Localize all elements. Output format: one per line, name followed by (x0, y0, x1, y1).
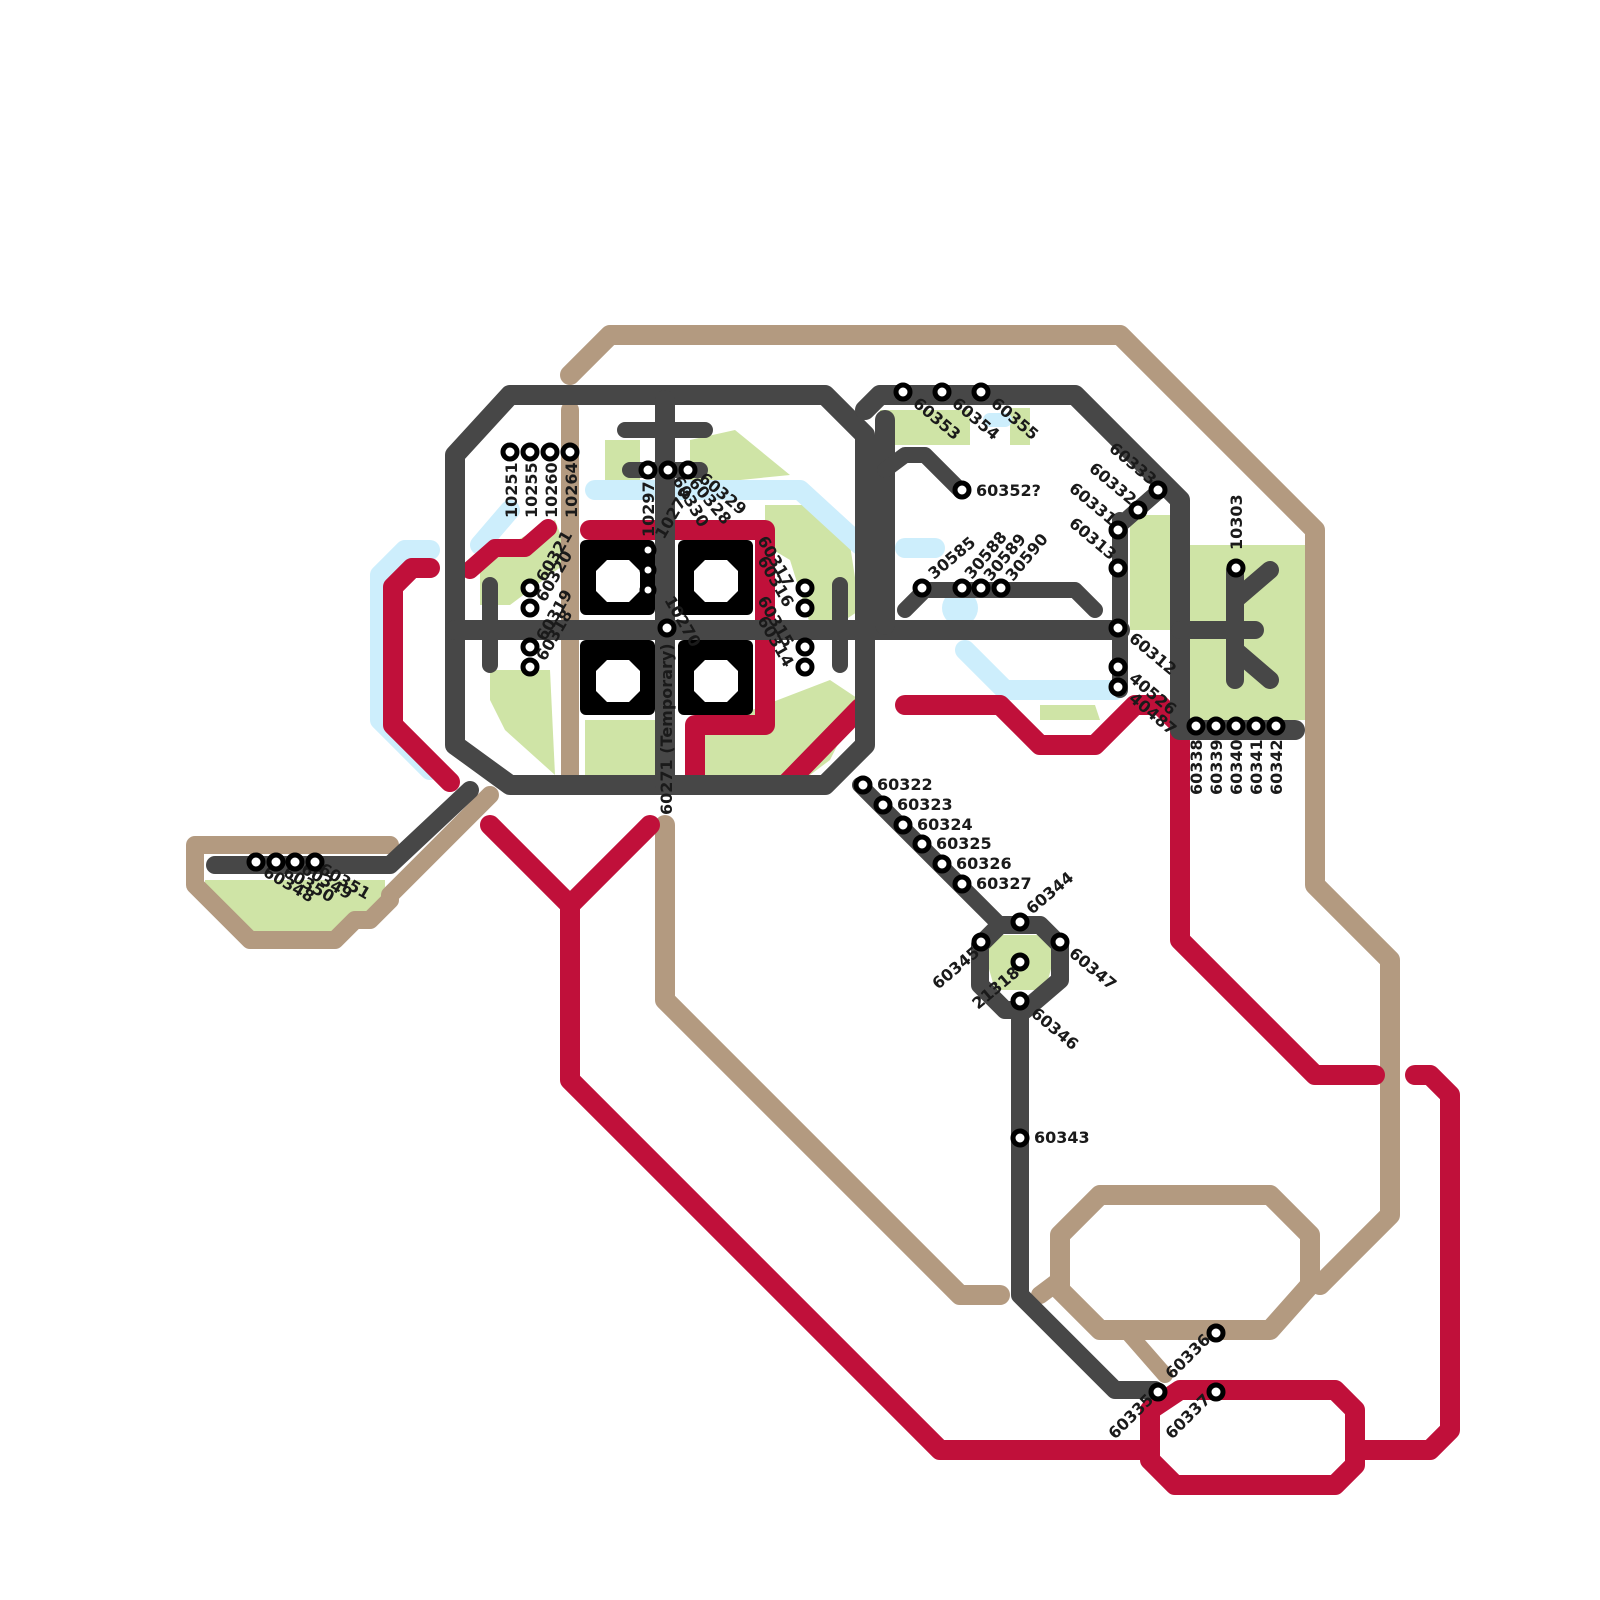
stop-60325[interactable]: 60325 (912, 834, 992, 854)
stop-label: 10297 (639, 481, 658, 537)
river-northwest (470, 500, 520, 555)
dark-route-spur-60352 (877, 447, 968, 498)
stop-label: 60323 (897, 795, 953, 814)
stop-60342[interactable]: 60342 (1266, 716, 1286, 795)
hub-station-sw[interactable] (596, 660, 640, 702)
park-northeast-dot (1010, 408, 1030, 445)
pond-east (942, 590, 978, 626)
tan-routes (186, 325, 1400, 1383)
stop-label: 10255 (522, 462, 541, 518)
stop-label: 10264 (562, 462, 581, 518)
stop-hub-a[interactable] (639, 561, 657, 579)
central-hub (580, 540, 753, 715)
water-features (370, 413, 1125, 780)
stop-10264[interactable]: 10264 (560, 442, 581, 518)
tan-route-south-loop (1050, 1185, 1320, 1340)
stop-label: 10260 (542, 462, 561, 518)
stop-hub-b[interactable] (639, 581, 657, 599)
stop-60352[interactable]: 60352? (952, 480, 1041, 500)
red-route-east (895, 695, 1385, 1085)
hub-station-se[interactable] (694, 660, 738, 702)
stop-60271[interactable]: 60271 (Temporary) (657, 643, 676, 815)
dark-route-east-block-cross (1171, 561, 1279, 689)
stop-label: 60346 (1027, 1004, 1082, 1054)
stop-60322[interactable]: 60322 (853, 775, 933, 795)
stop-label: 60342 (1267, 739, 1286, 795)
red-route-west-loop (383, 558, 460, 792)
stop-10297[interactable]: 10297 (638, 460, 658, 537)
stop-label: 60326 (956, 854, 1012, 873)
red-route-south-diagonal (560, 895, 1150, 1460)
stop-10260[interactable]: 10260 (540, 442, 561, 518)
stop-label: 60327 (976, 874, 1032, 893)
hub-station-ne[interactable] (694, 560, 738, 602)
stop-label: 10303 (1227, 494, 1246, 550)
park-center-west-lower (490, 670, 555, 775)
stop-10255[interactable]: 10255 (520, 442, 541, 518)
park-east-small (1040, 705, 1100, 720)
dark-route-west-octagon (445, 385, 875, 795)
stop-label: 60339 (1207, 739, 1226, 795)
stop-label: 60343 (1034, 1128, 1090, 1147)
stop-60323[interactable]: 60323 (873, 795, 953, 815)
stop-label: 60325 (936, 834, 992, 853)
stop-60327[interactable]: 60327 (952, 874, 1032, 894)
stop-60339[interactable]: 60339 (1206, 716, 1226, 795)
tan-route-west-spur (186, 786, 499, 949)
red-route-south-loop (1140, 1380, 1365, 1495)
stop-60338[interactable]: 60338 (1186, 716, 1206, 795)
stop-label: 60322 (877, 775, 933, 794)
stop-label: 60271 (Temporary) (657, 643, 676, 815)
stop-60326[interactable]: 60326 (932, 854, 1012, 874)
stop-label: 60340 (1227, 739, 1246, 795)
tan-route-south-link (1031, 1271, 1069, 1304)
red-route-northwest (461, 519, 557, 579)
park-northeast-strip (880, 410, 970, 445)
park-center-south (585, 720, 660, 790)
stop-10251[interactable]: 10251 (500, 442, 521, 518)
park-north-center (690, 430, 790, 485)
stop-60340[interactable]: 60340 (1226, 716, 1246, 795)
red-routes (383, 519, 1460, 1495)
dark-route-south-vertical (1011, 1001, 1164, 1399)
tan-route-outer-loop (560, 325, 1400, 1295)
stop-label: 60341 (1247, 739, 1266, 795)
park-center-west (480, 520, 570, 605)
stop-10303[interactable]: 10303 (1226, 494, 1246, 578)
tan-route-south-spur (1122, 1327, 1173, 1383)
red-route-south-main (480, 815, 660, 915)
stop-label: 60352? (976, 481, 1041, 500)
tan-route-diagonal-south (655, 815, 1010, 1305)
stop-label: 60338 (1187, 739, 1206, 795)
stop-60341[interactable]: 60341 (1246, 716, 1266, 795)
river-east-b (955, 640, 1125, 700)
hub-station-nw[interactable] (596, 560, 640, 602)
stop-label: 60347 (1065, 944, 1120, 994)
red-route-far-east (1355, 1065, 1460, 1460)
park-east-column (1130, 515, 1170, 630)
stop-label: 10251 (502, 462, 521, 518)
stop-label: 60324 (917, 815, 973, 834)
stop-60343[interactable]: 60343 (1010, 1128, 1090, 1148)
stop-60324[interactable]: 60324 (893, 815, 973, 835)
